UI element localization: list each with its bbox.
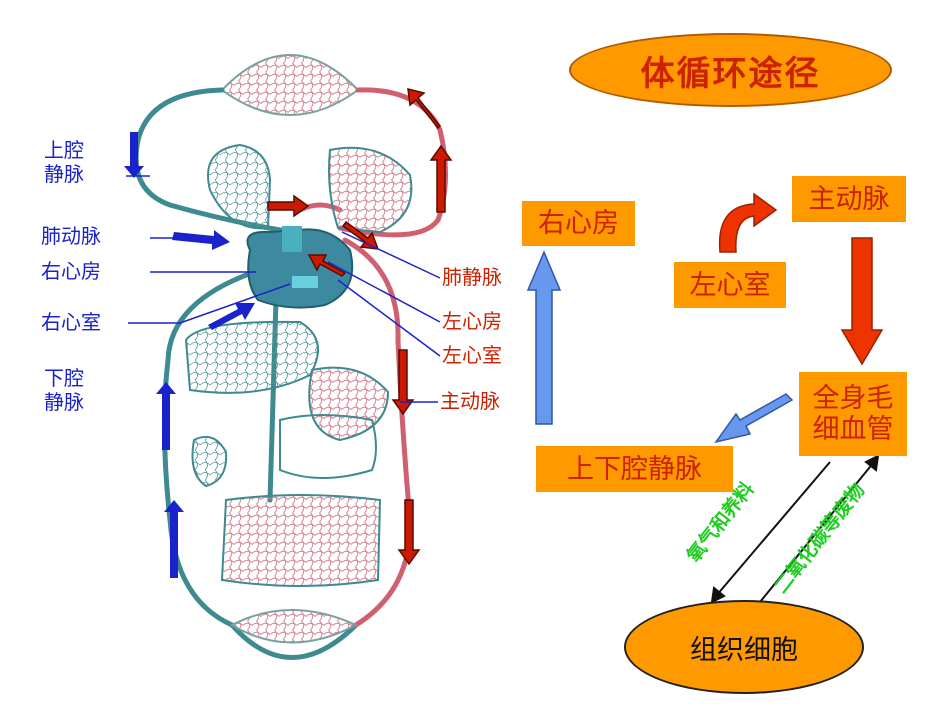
- tissue-cells-label: 组织细胞: [690, 634, 798, 666]
- box-right-atrium-label: 右心房: [538, 208, 619, 239]
- label-pulmonary-artery: 肺动脉: [41, 224, 101, 248]
- label-right-ventricle: 右心室: [41, 310, 101, 334]
- blue-flow-arrows: [124, 132, 255, 578]
- page-title: 体循环途径: [640, 53, 821, 94]
- label-ivc: 下腔 静脉: [44, 366, 104, 414]
- flow-diagonal-arrow: [714, 393, 794, 444]
- flow-curve-arrow: [718, 192, 778, 253]
- ivc-up-arrow-1: [156, 382, 176, 450]
- title-oval: 体循环途径: [569, 33, 892, 107]
- box-aorta: 主动脉: [792, 176, 906, 222]
- flow-down-arrow: [840, 237, 884, 366]
- label-left-atrium: 左心房: [442, 309, 502, 333]
- right-ventricle-arrow: [208, 303, 255, 330]
- box-vena-cava: 上下腔静脉: [536, 446, 733, 492]
- lungs: [207, 143, 413, 234]
- ivc-up-arrow-2: [164, 500, 184, 578]
- box-right-atrium: 右心房: [522, 201, 635, 246]
- box-vena-cava-label: 上下腔静脉: [567, 453, 702, 485]
- exchange-arrow-up-head: [864, 454, 880, 472]
- pulmonary-artery-arrow: [172, 230, 230, 250]
- red-flow-arrows: [267, 88, 453, 566]
- exchange-arrows: [710, 454, 880, 604]
- svc-down-arrow: [124, 132, 144, 178]
- label-aorta: 主动脉: [440, 389, 500, 413]
- label-left-ventricle: 左心室: [442, 343, 502, 367]
- box-aorta-label: 主动脉: [808, 183, 890, 215]
- label-svc-line2: 静脉: [44, 162, 84, 186]
- label-ivc-line1: 下腔: [44, 366, 84, 390]
- head-artery-arrow: [407, 88, 442, 130]
- flow-up-arrow: [526, 250, 562, 425]
- lower-capillary-bed: [229, 609, 359, 644]
- left-ventricle-arrow: [307, 254, 347, 277]
- lung-to-heart-arrow: [267, 194, 310, 218]
- label-pulmonary-vein: 肺静脉: [442, 265, 502, 289]
- descending-arrow-1: [391, 349, 415, 416]
- label-svc-line1: 上腔: [44, 138, 84, 162]
- heart: [246, 226, 354, 309]
- exchange-arrow-down-head: [710, 586, 726, 604]
- ascending-arrow: [429, 144, 453, 213]
- box-capillaries-line1: 全身毛: [812, 382, 894, 414]
- label-svc: 上腔 静脉: [44, 138, 104, 186]
- box-left-ventricle: 左心室: [674, 262, 786, 308]
- label-ivc-line2: 静脉: [44, 390, 84, 414]
- box-capillaries: 全身毛 细血管: [799, 372, 907, 456]
- label-leader-lines: [126, 175, 441, 403]
- label-right-atrium: 右心房: [41, 259, 101, 283]
- tissue-cells-oval: 组织细胞: [624, 600, 864, 694]
- box-left-ventricle-label: 左心室: [689, 269, 771, 301]
- circulation-illustration: [124, 54, 453, 660]
- box-capillaries-line2: 细血管: [812, 414, 894, 445]
- descending-arrow-2: [397, 499, 421, 566]
- pulmonary-vein-arrow: [341, 220, 380, 250]
